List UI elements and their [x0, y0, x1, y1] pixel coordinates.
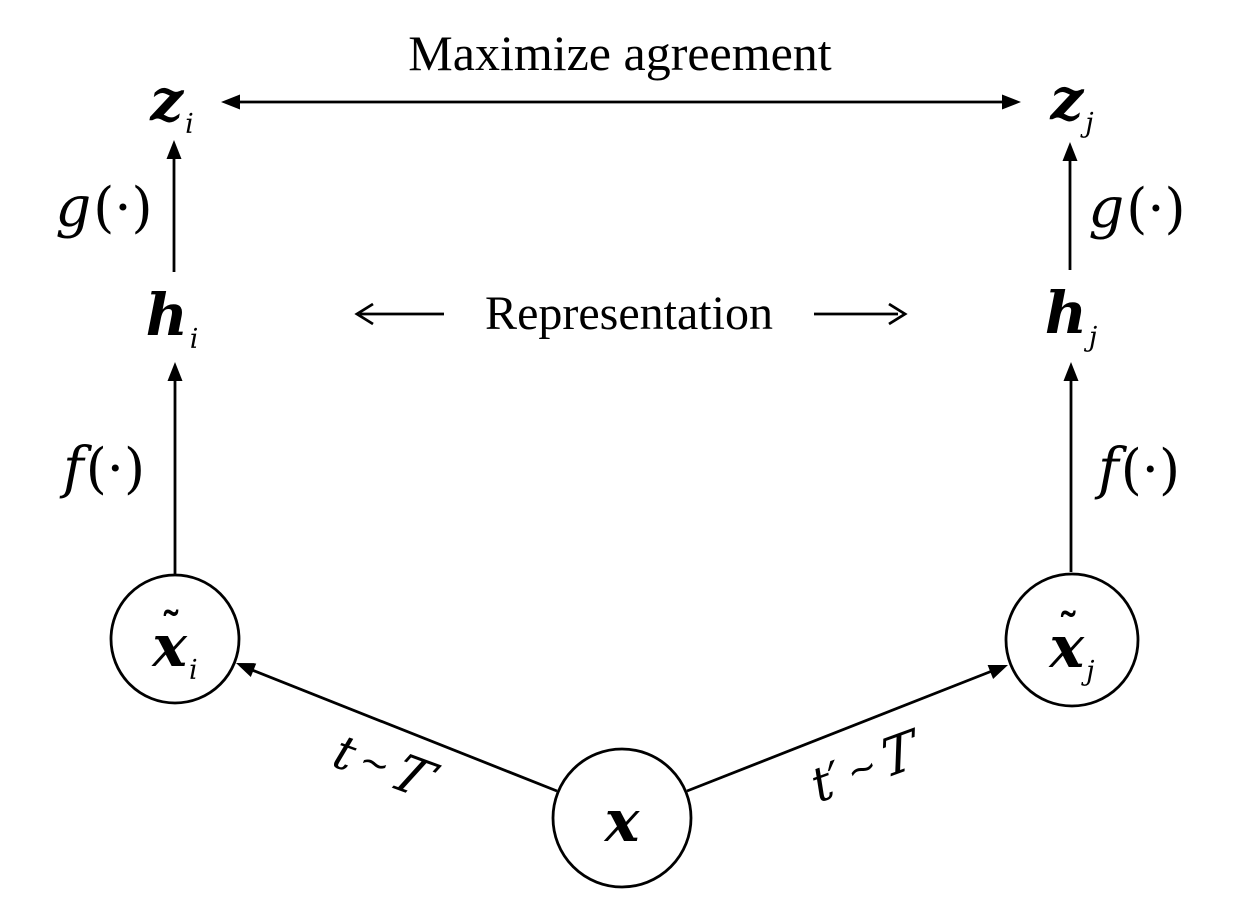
node-x: x: [605, 792, 640, 850]
maximize-agreement-label: Maximize agreement: [408, 25, 832, 81]
node-z-i-subscript: i: [185, 109, 194, 140]
node-x-tilde-j-accent: ˜: [1057, 605, 1079, 654]
node-x-tilde-j: ˜xj: [1050, 609, 1095, 686]
arrowhead-representation-left: [354, 302, 374, 326]
node-x-tilde-i: ˜xi: [152, 608, 197, 685]
arrowhead-maximize-left: [221, 94, 240, 110]
arrowhead-f-right: [1063, 362, 1079, 381]
arrowhead-g-left: [166, 140, 182, 159]
node-x-base: x: [604, 787, 640, 855]
node-x-tilde-i-accent: ˜: [160, 604, 182, 653]
arrowhead-representation-right: [888, 302, 908, 326]
node-z-j-base: z: [1050, 65, 1084, 133]
arrowhead-maximize-right: [1002, 94, 1021, 110]
edge-label-f-left: f(·): [63, 441, 145, 497]
node-x-tilde-i-base-wrap: ˜x: [152, 608, 187, 676]
node-z-j-subscript: j: [1085, 108, 1094, 139]
node-z-j: zj: [1050, 70, 1093, 137]
arrow-t-left: [251, 668, 558, 793]
node-z-i: zi: [150, 71, 194, 138]
representation-label: Representation: [485, 287, 773, 340]
f-left-function-args: (·): [85, 437, 146, 500]
g-left-function-name: g: [55, 175, 92, 240]
arrow-t-right: [686, 669, 993, 793]
g-left-function-args: (·): [93, 176, 153, 239]
f-left-function-name: f: [62, 436, 84, 501]
g-right-function-args: (·): [1126, 177, 1186, 240]
node-x-tilde-i-base: x: [152, 612, 187, 680]
node-x-tilde-j-base: x: [1049, 613, 1085, 681]
arrowhead-f-left: [167, 362, 183, 381]
node-h-i: hi: [146, 286, 199, 353]
f-right-function-name: f: [1097, 437, 1119, 502]
node-x-tilde-j-circle: [1004, 572, 1140, 708]
arrowhead-g-right: [1062, 142, 1078, 161]
t-right-distribution: T: [878, 718, 920, 792]
node-h-j: hj: [1045, 284, 1098, 351]
arrowhead-t-right: [987, 665, 1008, 679]
node-h-i-base: h: [145, 281, 188, 349]
g-right-function-name: g: [1088, 176, 1125, 241]
node-x-tilde-i-subscript: i: [188, 655, 198, 686]
f-right-function-args: (·): [1120, 438, 1181, 501]
edge-label-g-right: g(·): [1088, 181, 1185, 237]
node-x-tilde-j-base-wrap: ˜x: [1050, 609, 1085, 677]
node-z-i-base: z: [150, 66, 184, 134]
node-h-j-base: h: [1044, 279, 1087, 347]
node-h-j-subscript: j: [1088, 322, 1098, 353]
node-h-i-subscript: i: [189, 324, 199, 355]
node-x-tilde-j-subscript: j: [1086, 656, 1095, 687]
edge-label-f-right: f(·): [1098, 442, 1180, 498]
arrowhead-t-left: [236, 663, 257, 677]
node-x-circle: [551, 747, 693, 889]
edge-label-g-left: g(·): [55, 180, 152, 236]
